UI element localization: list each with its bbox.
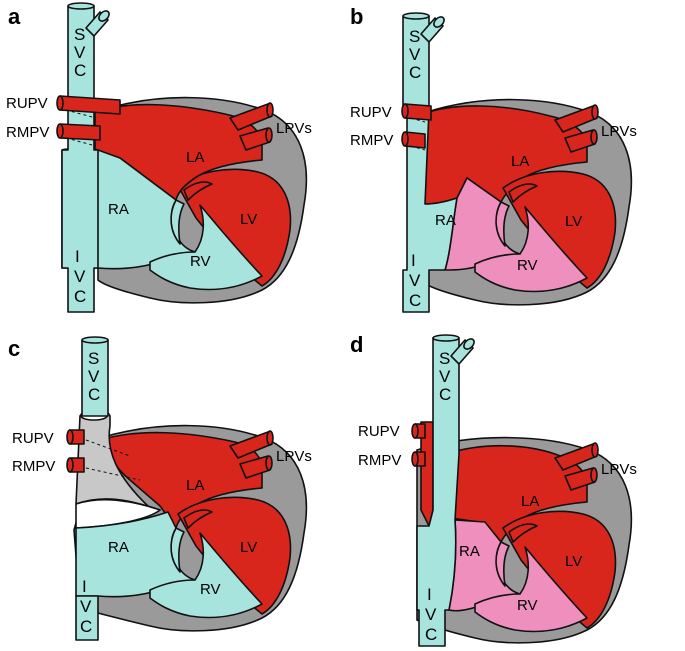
label-rv: RV — [190, 253, 211, 270]
tricuspid-valve — [170, 199, 185, 245]
label-rv: RV — [517, 597, 538, 614]
label-rupv: RUPV — [350, 104, 392, 121]
mitral-valve — [183, 181, 213, 201]
label-svc-v: V — [409, 45, 421, 64]
right-ventricle — [149, 204, 263, 291]
label-svc-v: V — [439, 367, 451, 386]
label-la: LA — [511, 153, 529, 170]
panel-letter-c: c — [8, 336, 20, 361]
tricuspid-valve — [495, 541, 510, 587]
label-rmpv: RMPV — [358, 452, 401, 469]
label-ivc-i: I — [411, 251, 416, 270]
label-ra: RA — [435, 212, 456, 229]
svc-ivc-vessel — [61, 5, 99, 313]
label-svc-c: C — [74, 61, 86, 80]
label-la: LA — [186, 477, 204, 494]
label-svc-c: C — [439, 385, 451, 404]
right-ventricle — [474, 546, 588, 633]
label-ivc-i: I — [75, 247, 80, 266]
label-lpvs: LPVs — [601, 461, 637, 478]
label-lv: LV — [240, 211, 257, 228]
label-rupv: RUPV — [6, 95, 48, 112]
rupv-vessel — [404, 103, 432, 121]
svc-ivc-vessel — [416, 337, 460, 647]
tricuspid-valve — [170, 527, 185, 573]
panel-a: a RUPV RMPV LPVs LA — [6, 2, 312, 313]
panel-letter-a: a — [8, 4, 21, 29]
panel-letter-d: d — [350, 332, 363, 357]
label-ivc-v: V — [74, 267, 86, 286]
label-la: LA — [521, 493, 539, 510]
label-ivc-v: V — [80, 597, 92, 616]
label-svc-s: S — [74, 25, 85, 44]
label-ivc-v: V — [425, 605, 437, 624]
label-ivc-c: C — [74, 287, 86, 306]
label-ra: RA — [459, 543, 480, 560]
label-ivc-i: I — [82, 577, 87, 596]
label-lv: LV — [565, 553, 582, 570]
mitral-valve — [508, 183, 538, 203]
label-ra: RA — [108, 539, 129, 556]
label-la: LA — [186, 149, 204, 166]
svc-ivc-vessel — [402, 15, 458, 313]
label-ivc-i: I — [427, 585, 432, 604]
label-svc-s: S — [88, 349, 99, 368]
label-ivc-c: C — [409, 291, 421, 310]
label-svc-c: C — [409, 63, 421, 82]
label-rmpv: RMPV — [6, 124, 49, 141]
rupv-vessel — [59, 95, 121, 115]
ivc-vessel — [75, 595, 99, 641]
label-svc-c: C — [88, 385, 100, 404]
tricuspid-valve — [495, 201, 510, 247]
label-rv: RV — [517, 257, 538, 274]
label-rmpv: RMPV — [350, 132, 393, 149]
panel-c: c RUPV RMPV LPVs LA — [8, 336, 312, 641]
right-ventricle — [149, 532, 263, 619]
label-svc-s: S — [409, 27, 420, 46]
mitral-valve — [508, 523, 538, 543]
rmpv-vessel — [59, 123, 101, 141]
mitral-valve — [183, 509, 213, 529]
label-ivc-v: V — [409, 271, 421, 290]
panel-d: d RUPV RMPV LPVs LA LV RA RV S — [350, 332, 637, 647]
panel-letter-b: b — [350, 4, 363, 29]
label-lpvs: LPVs — [276, 120, 312, 137]
panel-b: b RUPV RMPV LPVs LA LV RA RV — [350, 4, 637, 313]
label-rupv: RUPV — [358, 423, 400, 440]
label-rv: RV — [200, 581, 221, 598]
label-svc-s: S — [439, 349, 450, 368]
left-atrium — [94, 103, 263, 201]
label-rupv: RUPV — [12, 430, 54, 447]
label-lv: LV — [240, 539, 257, 556]
label-svc-v: V — [74, 43, 86, 62]
label-ra: RA — [108, 201, 129, 218]
label-ivc-c: C — [425, 625, 437, 644]
label-lpvs: LPVs — [276, 448, 312, 465]
label-ivc-c: C — [80, 617, 92, 636]
label-rmpv: RMPV — [12, 458, 55, 475]
left-atrium — [99, 431, 263, 529]
right-ventricle — [474, 206, 588, 293]
label-svc-v: V — [88, 367, 100, 386]
label-lv: LV — [565, 213, 582, 230]
label-lpvs: LPVs — [601, 123, 637, 140]
